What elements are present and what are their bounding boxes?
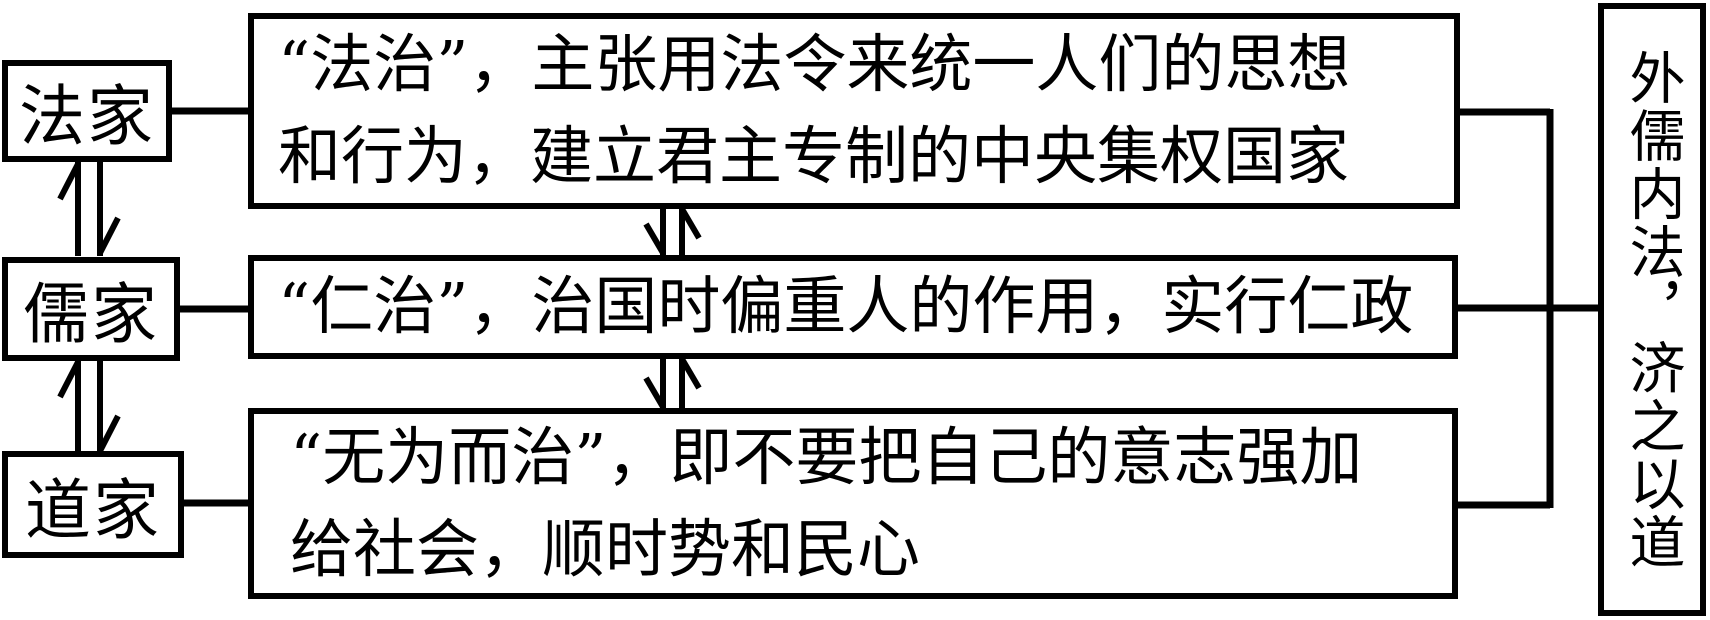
school-label-fajia: 法家: [19, 78, 155, 155]
description-box-daojia: “无为而治”，即不要把自己的意志强加 给社会，顺时势和民心: [248, 408, 1458, 599]
double-arrow-fajia-rujia: [57, 161, 121, 256]
double-arrow-desc-middle-bottom: [643, 356, 702, 410]
description-box-fajia: “法治”，主张用法令来统一人们的思想 和行为，建立君主专制的中央集权国家: [248, 13, 1460, 209]
fajia-desc-line-1: “法治”，主张用法令来统一人们的思想: [278, 28, 1351, 101]
rujia-desc-line-1: “仁治”，治国时偏重人的作用，实行仁政: [278, 270, 1414, 343]
conclusion-text: 外儒内法，济之以道: [1620, 48, 1685, 571]
double-arrow-desc-top-middle: [643, 206, 702, 256]
daojia-desc-line-1: “无为而治”，即不要把自己的意志强加: [290, 420, 1363, 494]
description-box-rujia: “仁治”，治国时偏重人的作用，实行仁政: [248, 255, 1458, 359]
school-box-fajia: 法家: [2, 60, 172, 162]
conclusion-box: 外儒内法，济之以道: [1598, 3, 1706, 616]
school-label-rujia: 儒家: [23, 276, 159, 353]
school-label-daojia: 道家: [25, 471, 161, 549]
school-box-daojia: 道家: [2, 451, 184, 558]
daojia-desc-line-2: 给社会，顺时势和民心: [290, 512, 920, 586]
double-arrow-rujia-daojia: [57, 359, 121, 454]
school-box-rujia: 儒家: [2, 257, 180, 361]
fajia-desc-line-2: 和行为，建立君主专制的中央集权国家: [278, 120, 1349, 193]
